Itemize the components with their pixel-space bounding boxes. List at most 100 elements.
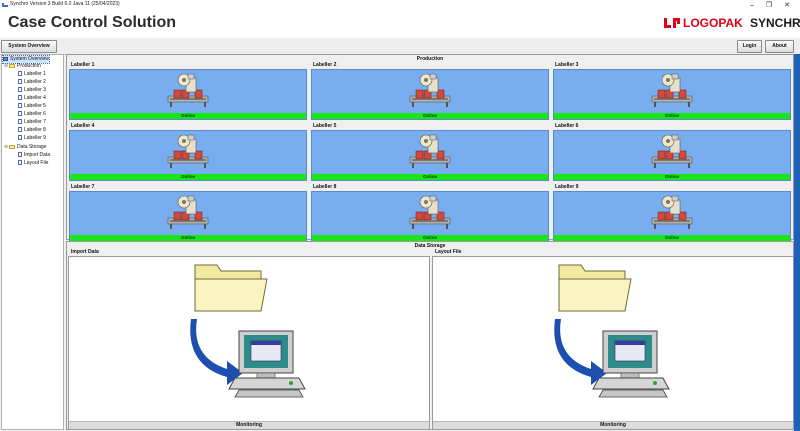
brand-name-logopak: LOGOPAK xyxy=(683,16,743,30)
labeller-name: Labeller 2 xyxy=(313,62,337,68)
tree-label: Labeller 2 xyxy=(24,79,46,85)
toolbar: System Overview Login About xyxy=(0,38,800,55)
window-title-bar: Synchro Version 3 Build 6.0 Java 11 (25/… xyxy=(0,0,800,11)
tree-item-labeller-4[interactable]: Labeller 4 xyxy=(18,95,46,102)
labeller-view[interactable]: Online xyxy=(69,191,307,242)
labeller-machine-icon xyxy=(651,73,693,107)
tree-label: Data Storage xyxy=(17,144,47,150)
tree-label: Labeller 8 xyxy=(24,127,46,133)
window-title: Synchro Version 3 Build 6.0 Java 11 (25/… xyxy=(10,1,120,7)
tree-item-labeller-2[interactable]: Labeller 2 xyxy=(18,79,46,86)
document-icon xyxy=(18,127,22,133)
labeller-view[interactable]: Online xyxy=(311,191,549,242)
layout-file-label: Layout File xyxy=(435,249,462,255)
labeller-card-6[interactable]: Labeller 6 Online xyxy=(553,123,791,181)
labeller-machine-icon xyxy=(409,195,451,229)
tree-item-labeller-8[interactable]: Labeller 8 xyxy=(18,127,46,134)
monitoring-footer: Monitoring xyxy=(69,421,429,429)
collapse-toggle-icon[interactable]: ⊖ xyxy=(4,144,9,150)
arrow-icon xyxy=(554,319,607,385)
login-button[interactable]: Login xyxy=(737,40,762,53)
document-icon xyxy=(18,119,22,125)
tree-item-production[interactable]: Production xyxy=(9,63,41,70)
labeller-machine-icon xyxy=(167,134,209,168)
arrow-icon xyxy=(190,319,243,385)
labeller-name: Labeller 5 xyxy=(313,123,337,129)
tree-item-labeller-3[interactable]: Labeller 3 xyxy=(18,87,46,94)
tree-item-labeller-5[interactable]: Labeller 5 xyxy=(18,103,46,110)
folder-to-computer-icon xyxy=(190,264,306,398)
labeller-status-bar: Online xyxy=(554,174,790,180)
tree-item-data-storage[interactable]: Data Storage xyxy=(9,144,46,151)
labeller-machine-icon xyxy=(651,195,693,229)
system-overview-button[interactable]: System Overview xyxy=(1,40,57,53)
labeller-view[interactable]: Online xyxy=(553,130,791,181)
labeller-status-bar: Online xyxy=(554,113,790,119)
labeller-status-bar: Online xyxy=(312,113,548,119)
labeller-machine-icon xyxy=(167,195,209,229)
app-header: Case Control Solution LOGOPAK SYNCHRO xyxy=(0,11,800,38)
computer-icon xyxy=(3,56,8,61)
labeller-card-9[interactable]: Labeller 9 Online xyxy=(553,184,791,242)
labeller-card-3[interactable]: Labeller 3 Online xyxy=(553,62,791,120)
labeller-status-bar: Online xyxy=(554,235,790,241)
import-data-pane[interactable]: Import Data Monitoring xyxy=(68,249,430,430)
labeller-view[interactable]: Online xyxy=(69,130,307,181)
data-storage-panel: Data Storage Import Data xyxy=(66,241,794,430)
restore-button[interactable]: ❐ xyxy=(765,2,773,9)
tree-label: Labeller 3 xyxy=(24,87,46,93)
labeller-name: Labeller 9 xyxy=(555,184,579,190)
layout-file-pane[interactable]: Layout File Monitoring xyxy=(432,249,794,430)
tree-label: Labeller 1 xyxy=(24,71,46,77)
tree-item-layout-file[interactable]: Layout File xyxy=(18,160,48,167)
labeller-name: Labeller 3 xyxy=(555,62,579,68)
labeller-name: Labeller 6 xyxy=(555,123,579,129)
tree-label: Labeller 4 xyxy=(24,95,46,101)
document-icon xyxy=(18,160,22,166)
brand-name-synchro: SYNCHRO xyxy=(750,16,800,30)
computer-icon xyxy=(592,330,670,398)
labeller-card-2[interactable]: Labeller 2 Online xyxy=(311,62,549,120)
folder-to-computer-icon xyxy=(554,264,670,398)
tree-item-labeller-7[interactable]: Labeller 7 xyxy=(18,119,46,126)
folder-icon xyxy=(9,144,15,149)
about-button[interactable]: About xyxy=(765,40,794,53)
labeller-view[interactable]: Online xyxy=(553,69,791,120)
data-storage-title: Data Storage xyxy=(414,243,446,249)
collapse-toggle-icon[interactable]: ⊖ xyxy=(4,63,9,69)
desktop-background-strip xyxy=(794,54,800,431)
document-icon xyxy=(18,135,22,141)
tree-item-labeller-1[interactable]: Labeller 1 xyxy=(18,71,46,78)
labeller-view[interactable]: Online xyxy=(311,69,549,120)
labeller-machine-icon xyxy=(167,73,209,107)
labeller-status-bar: Online xyxy=(70,174,306,180)
tree-item-import-data[interactable]: Import Data xyxy=(18,152,50,159)
document-icon xyxy=(18,79,22,85)
tree-item-system-overview[interactable]: System Overview xyxy=(2,55,50,64)
labeller-view[interactable]: Online xyxy=(553,191,791,242)
labeller-machine-icon xyxy=(409,73,451,107)
tree-label: Labeller 7 xyxy=(24,119,46,125)
tree-item-labeller-6[interactable]: Labeller 6 xyxy=(18,111,46,118)
logopak-logo-icon xyxy=(664,18,680,28)
document-icon xyxy=(18,71,22,77)
tree-label: Labeller 6 xyxy=(24,111,46,117)
document-icon xyxy=(18,87,22,93)
labeller-view[interactable]: Online xyxy=(311,130,549,181)
tree-label: Import Data xyxy=(24,152,51,158)
labeller-status-bar: Online xyxy=(70,113,306,119)
labeller-name: Labeller 1 xyxy=(71,62,95,68)
tree-item-labeller-9[interactable]: Labeller 9 xyxy=(18,135,46,142)
folder-icon xyxy=(9,63,15,68)
labeller-name: Labeller 7 xyxy=(71,184,95,190)
close-button[interactable]: ✕ xyxy=(784,2,790,9)
labeller-card-1[interactable]: Labeller 1 Online xyxy=(69,62,307,120)
labeller-view[interactable]: Online xyxy=(69,69,307,120)
tree-label: Labeller 5 xyxy=(24,103,46,109)
minimize-button[interactable]: – xyxy=(750,2,754,9)
